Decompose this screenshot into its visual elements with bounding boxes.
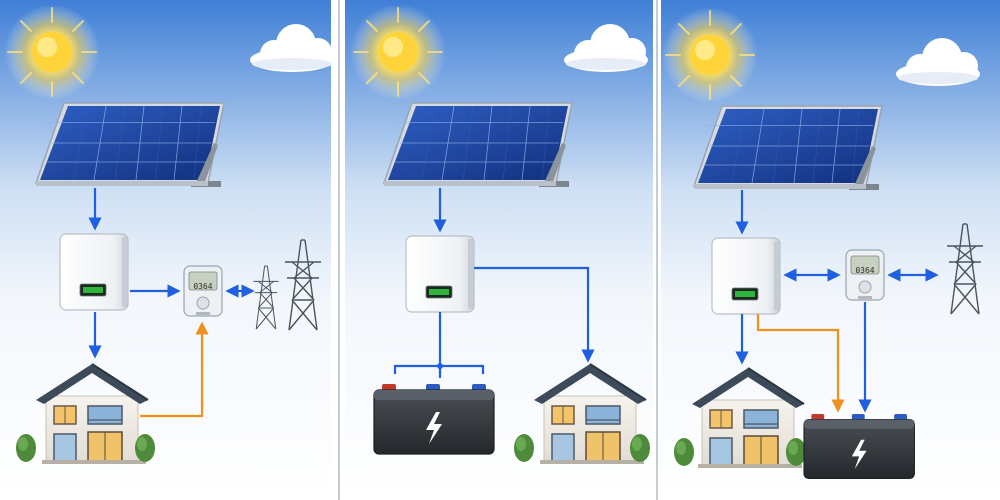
energy-meter-icon: 0364 <box>183 265 223 317</box>
flow-house-to-meter <box>140 321 209 418</box>
meter-reading: 0364 <box>193 282 212 291</box>
inverter-icon <box>711 237 781 315</box>
energy-meter-icon: 0364 <box>845 249 885 301</box>
meter-reading: 0364 <box>855 266 874 275</box>
inverter-icon <box>59 233 129 311</box>
panel-off-grid <box>345 0 653 500</box>
panel-hybrid: 0364 <box>661 0 1000 500</box>
flow-inverter-to-battery-ac <box>756 314 845 413</box>
sun-icon <box>349 3 447 101</box>
sun-icon <box>3 3 101 101</box>
solar-panel-icon <box>693 105 883 191</box>
inverter-icon <box>405 235 475 313</box>
battery-icon <box>803 413 915 479</box>
panel-grid-tied: 0364 <box>0 0 334 500</box>
battery-icon <box>373 383 495 455</box>
flow-inverter-to-house <box>474 266 595 363</box>
sun-icon <box>661 6 759 104</box>
solar-panel-icon <box>383 102 573 188</box>
solar-panel-icon <box>35 102 225 188</box>
